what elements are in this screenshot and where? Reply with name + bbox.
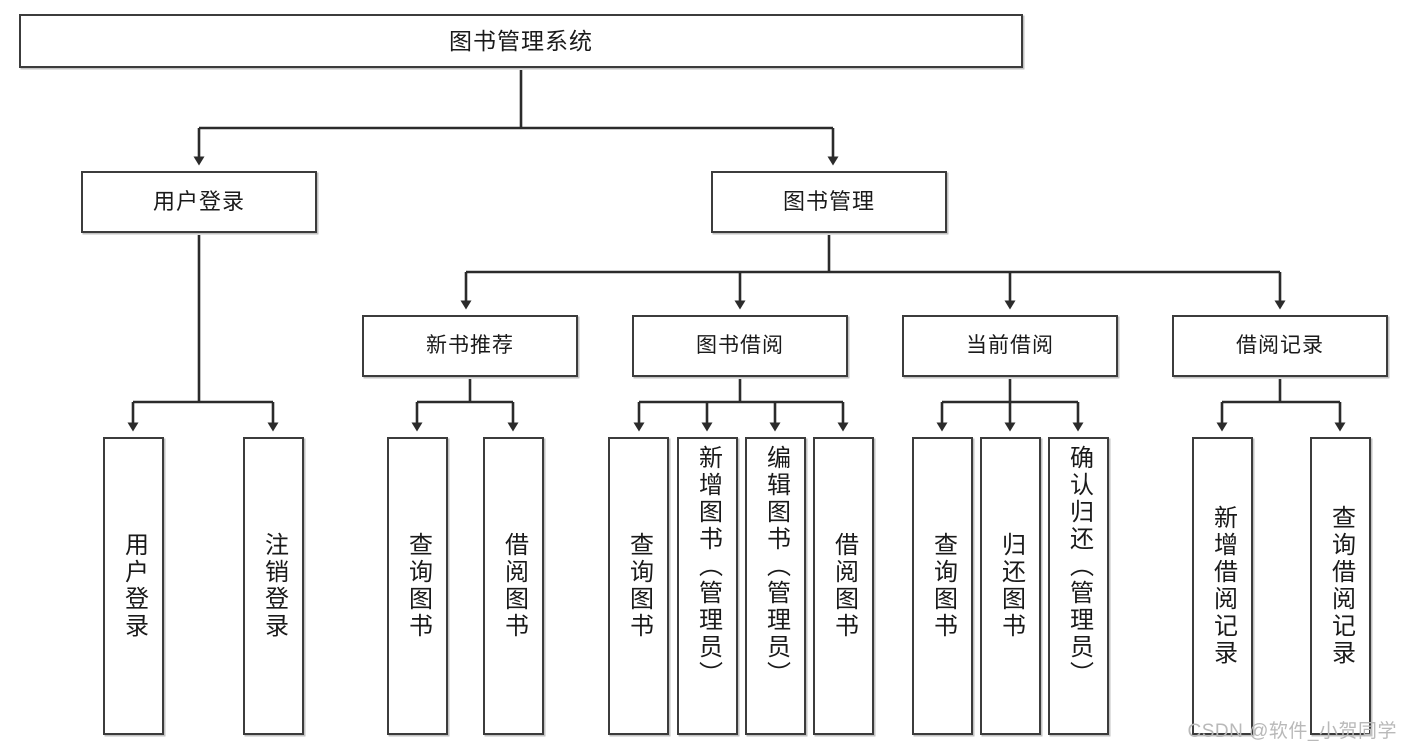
node-label: 图书借阅 — [696, 333, 784, 357]
leaf-label: 归还图书 — [997, 532, 1025, 640]
node-label: 用户登录 — [152, 189, 245, 215]
leaf-label: 新增图书（管理员） — [694, 445, 722, 688]
node-label: 图书管理 — [782, 189, 875, 215]
node-label: 新书推荐 — [426, 333, 514, 357]
leaf-current-borrow-return[interactable]: 归还图书 — [980, 437, 1041, 735]
leaf-book-borrow-lend[interactable]: 借阅图书 — [813, 437, 874, 735]
node-new-book-recommend[interactable]: 新书推荐 — [362, 315, 578, 377]
leaf-book-borrow-add[interactable]: 新增图书（管理员） — [677, 437, 738, 735]
leaf-label: 新增借阅记录 — [1209, 505, 1237, 667]
node-user-login[interactable]: 用户登录 — [81, 171, 317, 233]
leaf-borrow-record-add[interactable]: 新增借阅记录 — [1192, 437, 1253, 735]
leaf-label: 查询图书 — [404, 532, 432, 640]
leaf-label: 借阅图书 — [500, 532, 528, 640]
leaf-book-borrow-edit[interactable]: 编辑图书（管理员） — [745, 437, 806, 735]
leaf-label: 确认归还（管理员） — [1065, 445, 1093, 688]
leaf-label: 借阅图书 — [830, 532, 858, 640]
node-label: 借阅记录 — [1236, 333, 1324, 357]
csdn-watermark: CSDN @软件_小贺同学 — [1187, 721, 1397, 742]
node-root-system[interactable]: 图书管理系统 — [19, 14, 1023, 68]
node-book-management[interactable]: 图书管理 — [711, 171, 947, 233]
leaf-current-borrow-confirm-return[interactable]: 确认归还（管理员） — [1048, 437, 1109, 735]
node-label: 当前借阅 — [966, 333, 1054, 357]
node-book-borrow[interactable]: 图书借阅 — [632, 315, 848, 377]
leaf-borrow-record-query[interactable]: 查询借阅记录 — [1310, 437, 1371, 735]
leaf-new-book-borrow[interactable]: 借阅图书 — [483, 437, 544, 735]
leaf-book-borrow-query[interactable]: 查询图书 — [608, 437, 669, 735]
leaf-label: 查询图书 — [625, 532, 653, 640]
leaf-current-borrow-query[interactable]: 查询图书 — [912, 437, 973, 735]
node-current-borrow[interactable]: 当前借阅 — [902, 315, 1118, 377]
leaf-label: 查询图书 — [929, 532, 957, 640]
leaf-label: 注销登录 — [260, 532, 288, 640]
node-borrow-record[interactable]: 借阅记录 — [1172, 315, 1388, 377]
leaf-label: 查询借阅记录 — [1327, 505, 1355, 667]
leaf-label: 用户登录 — [120, 532, 148, 640]
leaf-new-book-query[interactable]: 查询图书 — [387, 437, 448, 735]
node-label: 图书管理系统 — [449, 27, 593, 54]
leaf-user-login-login[interactable]: 用户登录 — [103, 437, 164, 735]
leaf-label: 编辑图书（管理员） — [762, 445, 790, 688]
leaf-user-login-logout[interactable]: 注销登录 — [243, 437, 304, 735]
